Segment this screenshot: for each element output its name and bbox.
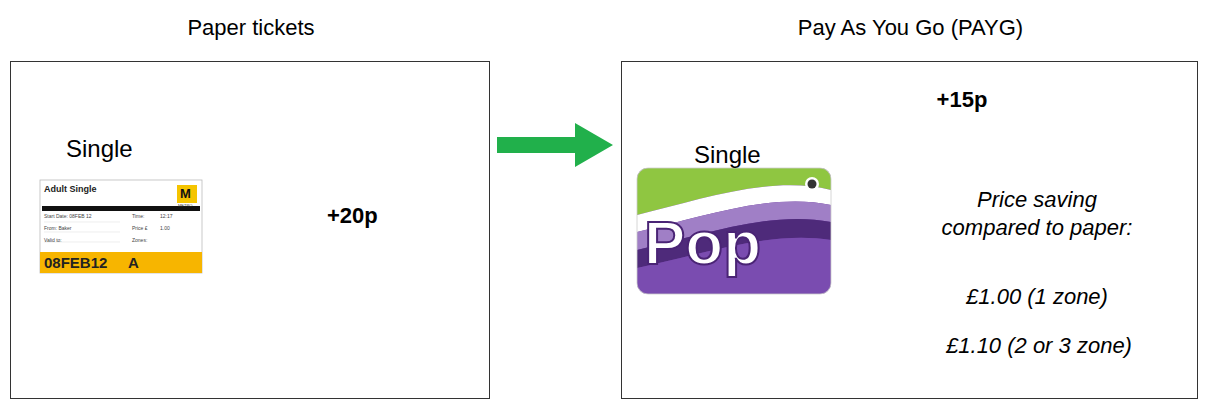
ticket-code: A bbox=[128, 255, 139, 270]
saving-value: £1.00 (1 zone) bbox=[908, 283, 1166, 311]
logo-letter: M bbox=[180, 187, 191, 200]
ticket-text: Zones: bbox=[132, 238, 147, 243]
pop-card bbox=[637, 168, 831, 294]
saving-note: Price saving compared to paper: bbox=[928, 186, 1146, 241]
ticket-text: Price £ bbox=[132, 226, 148, 231]
paper-ticket bbox=[40, 180, 202, 273]
ticket-text: 1.00 bbox=[160, 226, 170, 231]
ticket-text: Time: bbox=[132, 214, 144, 219]
box-heading: Pay As You Go (PAYG) bbox=[622, 14, 1199, 42]
ticket-text: Valid to: bbox=[44, 238, 62, 243]
logo-text: METRO bbox=[178, 204, 192, 208]
ticket-text: Adult Single bbox=[44, 185, 97, 194]
saving-value: £1.10 (2 or 3 zone) bbox=[894, 332, 1184, 360]
ticket-text: Start Date: 08FEB 12 bbox=[44, 214, 92, 219]
ticket-text: From: Baker bbox=[44, 226, 72, 231]
ticket-type: Single bbox=[66, 134, 186, 164]
ticket-type: Single bbox=[694, 140, 814, 170]
ticket-date: 08FEB12 bbox=[44, 255, 107, 270]
flow-arrow bbox=[497, 123, 613, 167]
card-logo: Pop bbox=[644, 212, 761, 274]
ticket-text: 12:17 bbox=[160, 214, 173, 219]
price-add: +15p bbox=[912, 86, 1012, 114]
box-heading: Paper tickets bbox=[11, 14, 491, 42]
content-box: Paper ticketsSingle+20p bbox=[10, 61, 490, 399]
price-add: +20p bbox=[327, 202, 417, 230]
